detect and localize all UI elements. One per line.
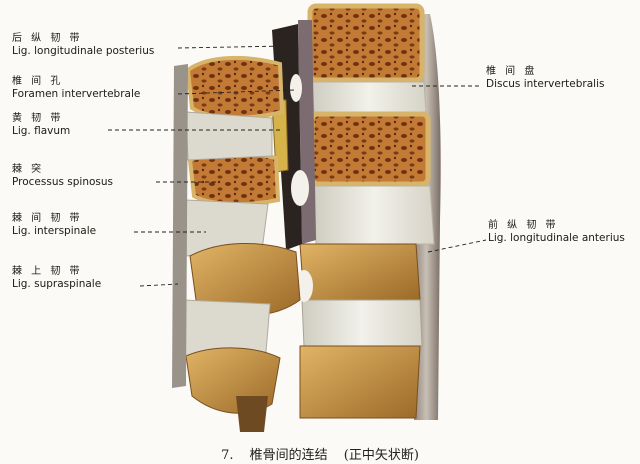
label-anterior-longitudinal-ligament: 前 纵 韧 带 Lig. longitudinale anterius [488, 220, 625, 244]
label-zh: 棘 上 韧 带 [12, 266, 83, 277]
label-latin: Lig. flavum [12, 124, 71, 137]
figure-title: 椎骨间的连结 [249, 448, 328, 463]
label-zh: 棘 间 韧 带 [12, 213, 83, 224]
label-latin: Processus spinosus [12, 175, 114, 188]
label-posterior-longitudinal-ligament: 后 纵 韧 带 Lig. longitudinale posterius [12, 33, 154, 57]
label-intervertebral-foramen: 椎 间 孔 Foramen intervertebrale [12, 76, 140, 100]
label-zh: 后 纵 韧 带 [12, 33, 83, 44]
label-latin: Lig. interspinale [12, 224, 97, 237]
supraspinous-ligament [172, 64, 188, 388]
intervertebral-disc-upper [311, 81, 427, 113]
label-zh: 前 纵 韧 带 [488, 220, 559, 231]
vertebral-body-bottom [299, 345, 421, 419]
label-intervertebral-disc: 椎 间 盘 Discus intervertebralis [486, 66, 604, 90]
label-latin: Lig. longitudinale anterius [488, 231, 625, 244]
label-zh: 椎 间 盘 [486, 66, 538, 77]
label-zh: 棘 突 [12, 164, 45, 175]
label-latin: Foramen intervertebrale [12, 87, 141, 100]
figure-number: 7. [221, 448, 234, 463]
spinous-process-upper [185, 56, 285, 120]
label-latin: Lig. longitudinale posterius [12, 44, 155, 57]
intervertebral-foramen-lower [291, 170, 309, 206]
interspinous-ligament [185, 111, 273, 161]
spinous-process-middle [187, 151, 281, 207]
inferior-articular-tip [236, 396, 268, 432]
vertebral-body-lower [299, 243, 421, 301]
label-spinous-process: 棘 突 Processus spinosus [12, 164, 113, 188]
label-interspinous-ligament: 棘 间 韧 带 Lig. interspinale [12, 213, 96, 237]
intervertebral-disc-lower [313, 185, 435, 245]
figure-caption: 7. 椎骨间的连结 (正中矢状断) [0, 444, 640, 463]
figure-subtitle: (正中矢状断) [343, 448, 419, 463]
label-latin: Lig. supraspinale [12, 277, 102, 290]
intervertebral-foramen [290, 74, 302, 102]
label-ligamentum-flavum: 黄 韧 带 Lig. flavum [12, 113, 70, 137]
label-zh: 椎 间 孔 [12, 76, 64, 87]
label-zh: 黄 韧 带 [12, 113, 64, 124]
label-latin: Discus intervertebralis [486, 77, 605, 90]
label-supraspinous-ligament: 棘 上 韧 带 Lig. supraspinale [12, 266, 101, 290]
vertebral-body-upper [307, 3, 425, 83]
intervertebral-disc-bottom [301, 299, 423, 347]
leader-lines [108, 45, 487, 287]
vertebral-body-middle [309, 111, 431, 187]
